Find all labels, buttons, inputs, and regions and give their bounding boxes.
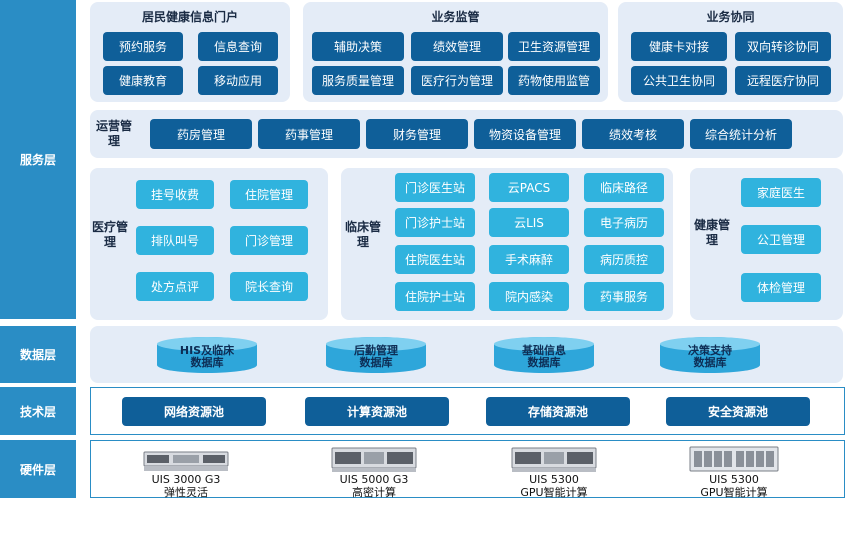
ops-item-pharma-affairs[interactable]: 药事管理 — [258, 119, 360, 149]
clinical-item-lis[interactable]: 云LIS — [489, 208, 569, 237]
medical-item-inpatient[interactable]: 住院管理 — [230, 180, 308, 209]
supervision-item-drug[interactable]: 药物使用监管 — [508, 66, 600, 95]
collab-item-telemedicine[interactable]: 远程医疗协同 — [735, 66, 831, 95]
ops-item-statistics[interactable]: 综合统计分析 — [690, 119, 792, 149]
collab-item-public-health[interactable]: 公共卫生协同 — [631, 66, 727, 95]
server-model-3: UIS 5300 — [494, 473, 614, 486]
server-icon-uis5000 — [331, 444, 417, 474]
server-desc-1: 弹性灵活 — [126, 486, 246, 499]
medical-title: 医疗管理 — [90, 220, 130, 250]
operations-panel: 运营管理 药房管理 药事管理 财务管理 物资设备管理 绩效考核 综合统计分析 — [90, 110, 843, 158]
health-panel: 健康管理 家庭医生 公卫管理 体检管理 — [690, 168, 843, 320]
health-item-family-doctor[interactable]: 家庭医生 — [741, 178, 821, 207]
portal-item-mobile-app[interactable]: 移动应用 — [198, 66, 278, 95]
server-model-1: UIS 3000 G3 — [126, 473, 246, 486]
layer-label-tech: 技术层 — [0, 387, 76, 435]
server-icon-uis5300-a — [511, 444, 597, 474]
pool-network[interactable]: 网络资源池 — [122, 397, 266, 426]
clinical-item-infection[interactable]: 院内感染 — [489, 282, 569, 311]
supervision-item-resource[interactable]: 卫生资源管理 — [508, 32, 600, 61]
clinical-item-emr[interactable]: 电子病历 — [584, 208, 664, 237]
portal-panel: 居民健康信息门户 预约服务 信息查询 健康教育 移动应用 — [90, 2, 290, 102]
medical-item-rx-review[interactable]: 处方点评 — [136, 272, 214, 301]
supervision-panel: 业务监管 辅助决策 绩效管理 卫生资源管理 服务质量管理 医疗行为管理 药物使用… — [303, 2, 608, 102]
ops-item-pharmacy[interactable]: 药房管理 — [150, 119, 252, 149]
ops-item-kpi[interactable]: 绩效考核 — [582, 119, 684, 149]
medical-item-queue[interactable]: 排队叫号 — [136, 226, 214, 255]
portal-title: 居民健康信息门户 — [90, 8, 290, 25]
pool-security[interactable]: 安全资源池 — [666, 397, 810, 426]
server-model-2: UIS 5000 G3 — [314, 473, 434, 486]
medical-panel: 医疗管理 挂号收费 住院管理 排队叫号 门诊管理 处方点评 院长查询 — [90, 168, 328, 320]
portal-item-appointment[interactable]: 预约服务 — [103, 32, 183, 61]
db-logistics[interactable]: 后勤管理 数据库 — [326, 337, 426, 373]
server-icon-uis5300-b — [689, 445, 779, 473]
ops-item-assets[interactable]: 物资设备管理 — [474, 119, 576, 149]
pool-storage[interactable]: 存储资源池 — [486, 397, 630, 426]
clinical-item-op-doctor[interactable]: 门诊医生站 — [395, 173, 475, 202]
operations-title: 运营管理 — [96, 119, 132, 149]
health-item-checkup[interactable]: 体检管理 — [741, 273, 821, 302]
server-desc-2: 高密计算 — [314, 486, 434, 499]
server-desc-3: GPU智能计算 — [494, 486, 614, 499]
db-logistics-line2: 数据库 — [326, 357, 426, 369]
medical-item-registration[interactable]: 挂号收费 — [136, 180, 214, 209]
clinical-item-pharma-service[interactable]: 药事服务 — [584, 282, 664, 311]
clinical-item-ip-nurse[interactable]: 住院护士站 — [395, 282, 475, 311]
portal-item-health-edu[interactable]: 健康教育 — [103, 66, 183, 95]
collab-item-health-card[interactable]: 健康卡对接 — [631, 32, 727, 61]
pool-compute[interactable]: 计算资源池 — [305, 397, 449, 426]
health-item-public-health[interactable]: 公卫管理 — [741, 225, 821, 254]
db-decision-support-line2: 数据库 — [660, 357, 760, 369]
collaboration-panel: 业务协同 健康卡对接 双向转诊协同 公共卫生协同 远程医疗协同 — [618, 2, 843, 102]
portal-item-info-query[interactable]: 信息查询 — [198, 32, 278, 61]
medical-item-director-query[interactable]: 院长查询 — [230, 272, 308, 301]
supervision-item-behavior[interactable]: 医疗行为管理 — [411, 66, 503, 95]
supervision-item-performance[interactable]: 绩效管理 — [411, 32, 503, 61]
data-layer-panel: HIS及临床 数据库 后勤管理 数据库 基础信息 数据库 决策支持 数据库 — [90, 326, 843, 383]
db-basic-info-line2: 数据库 — [494, 357, 594, 369]
db-his-clinical[interactable]: HIS及临床 数据库 — [157, 337, 257, 373]
clinical-item-emr-qc[interactable]: 病历质控 — [584, 245, 664, 274]
medical-item-outpatient[interactable]: 门诊管理 — [230, 226, 308, 255]
supervision-title: 业务监管 — [303, 8, 608, 25]
layer-label-hardware: 硬件层 — [0, 440, 76, 498]
clinical-item-ip-doctor[interactable]: 住院医生站 — [395, 245, 475, 274]
db-basic-info[interactable]: 基础信息 数据库 — [494, 337, 594, 373]
clinical-item-pacs[interactable]: 云PACS — [489, 173, 569, 202]
collaboration-title: 业务协同 — [618, 8, 843, 25]
health-title: 健康管理 — [692, 218, 732, 248]
clinical-panel: 临床管理 门诊医生站 门诊护士站 住院医生站 住院护士站 云PACS 云LIS … — [341, 168, 673, 320]
server-model-4: UIS 5300 — [674, 473, 794, 486]
db-decision-support[interactable]: 决策支持 数据库 — [660, 337, 760, 373]
clinical-item-op-nurse[interactable]: 门诊护士站 — [395, 208, 475, 237]
clinical-item-anesthesia[interactable]: 手术麻醉 — [489, 245, 569, 274]
collab-item-referral[interactable]: 双向转诊协同 — [735, 32, 831, 61]
layer-label-data: 数据层 — [0, 326, 76, 383]
clinical-title: 临床管理 — [343, 220, 383, 250]
server-icon-uis3000 — [143, 446, 229, 474]
tech-layer-row: 网络资源池 计算资源池 存储资源池 安全资源池 — [90, 387, 845, 435]
ops-item-finance[interactable]: 财务管理 — [366, 119, 468, 149]
db-his-clinical-line2: 数据库 — [157, 357, 257, 369]
supervision-item-decision[interactable]: 辅助决策 — [312, 32, 404, 61]
supervision-item-quality[interactable]: 服务质量管理 — [312, 66, 404, 95]
layer-label-service: 服务层 — [0, 0, 76, 319]
hardware-layer-row: UIS 3000 G3 弹性灵活 UIS 5000 G3 高密计算 UIS 53… — [90, 440, 845, 498]
clinical-item-pathway[interactable]: 临床路径 — [584, 173, 664, 202]
server-desc-4: GPU智能计算 — [674, 486, 794, 499]
